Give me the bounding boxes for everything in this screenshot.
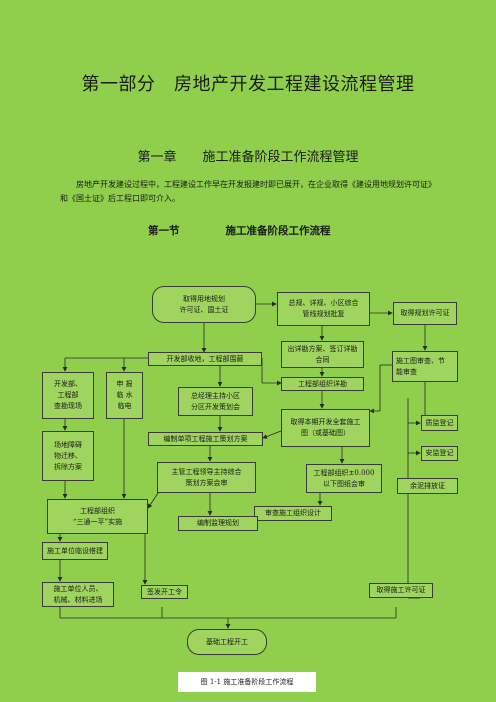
plan-permit-box: 取得规划许可证 bbox=[393, 302, 457, 325]
site-clear-box: 场地障碍 物迁移、 拆除方案 bbox=[42, 431, 94, 481]
eng-review-box: 工程部组织±0.000 以下图纸会审 bbox=[306, 464, 382, 493]
construction-permit-box: 取得施工许可证 bbox=[369, 583, 433, 598]
report-power-box: 申 报 临 水 临电 bbox=[106, 372, 143, 419]
contractor-enter-box: 施工单位人员、 机械、材料进场 bbox=[42, 582, 114, 607]
plan-approval-box: 总规、详规、小区综合 管线规划批复 bbox=[277, 292, 370, 326]
foundation-start-box: 基础工程开工 bbox=[187, 629, 267, 655]
intro-paragraph: 房地产开发建设过程中，工程建设工作早在开发报建时即已展开，在企业取得《建设用地规… bbox=[60, 180, 436, 203]
quality-reg-box: 质监登记 bbox=[421, 415, 458, 431]
start-order-box: 签发开工令 bbox=[141, 585, 188, 599]
safety-reg-box: 安监登记 bbox=[421, 446, 458, 461]
section-title-text: 施工准备阶段工作流程 bbox=[225, 225, 331, 237]
drawing-review-box: 施工图审查、节 能审查 bbox=[392, 351, 458, 382]
contractor-setup-box: 施工单位临设搭建 bbox=[42, 542, 108, 560]
figure-caption: 图 1-1 施工准备阶段工作流程 bbox=[178, 672, 316, 692]
get-drawing-box: 取得本期开发全套施工 图（或基础图） bbox=[281, 409, 370, 447]
leader-meeting-box: 主管工程领导主持综合 策划方案会审 bbox=[157, 462, 256, 493]
dev-survey-box: 开发部、 工程部 查勘现场 bbox=[42, 372, 94, 419]
three-one-box: 工程部组织 “三通一平”实施 bbox=[47, 499, 148, 534]
compile-supervision-box: 编制监理规划 bbox=[178, 516, 258, 531]
cement-fee-box: 余泥排放证 bbox=[397, 478, 458, 494]
dev-dept-box: 开发部收地，工程部围蔽 bbox=[148, 352, 262, 366]
compile-plan-box: 编制单项工程施工策划方案 bbox=[148, 432, 263, 446]
land-permit-box: 取得用地规划 许可证、国土证 bbox=[152, 286, 256, 323]
document-title: 第一部分 房地产开发工程建设流程管理 bbox=[81, 74, 415, 95]
review-org-box: 审查施工组织设计 bbox=[254, 506, 332, 521]
detail-design-box: 出详勘方案、签订详勘 合同 bbox=[281, 341, 364, 368]
eng-survey-box: 工程部组织详勘 bbox=[281, 377, 364, 391]
chapter-title: 第一章 施工准备阶段工作流程管理 bbox=[137, 150, 359, 165]
section-label: 第一节 bbox=[148, 225, 180, 237]
section-heading: 第一节 施工准备阶段工作流程 bbox=[148, 223, 331, 238]
gm-planning-box: 总经理主持小区 分区开发策划会 bbox=[178, 387, 253, 416]
